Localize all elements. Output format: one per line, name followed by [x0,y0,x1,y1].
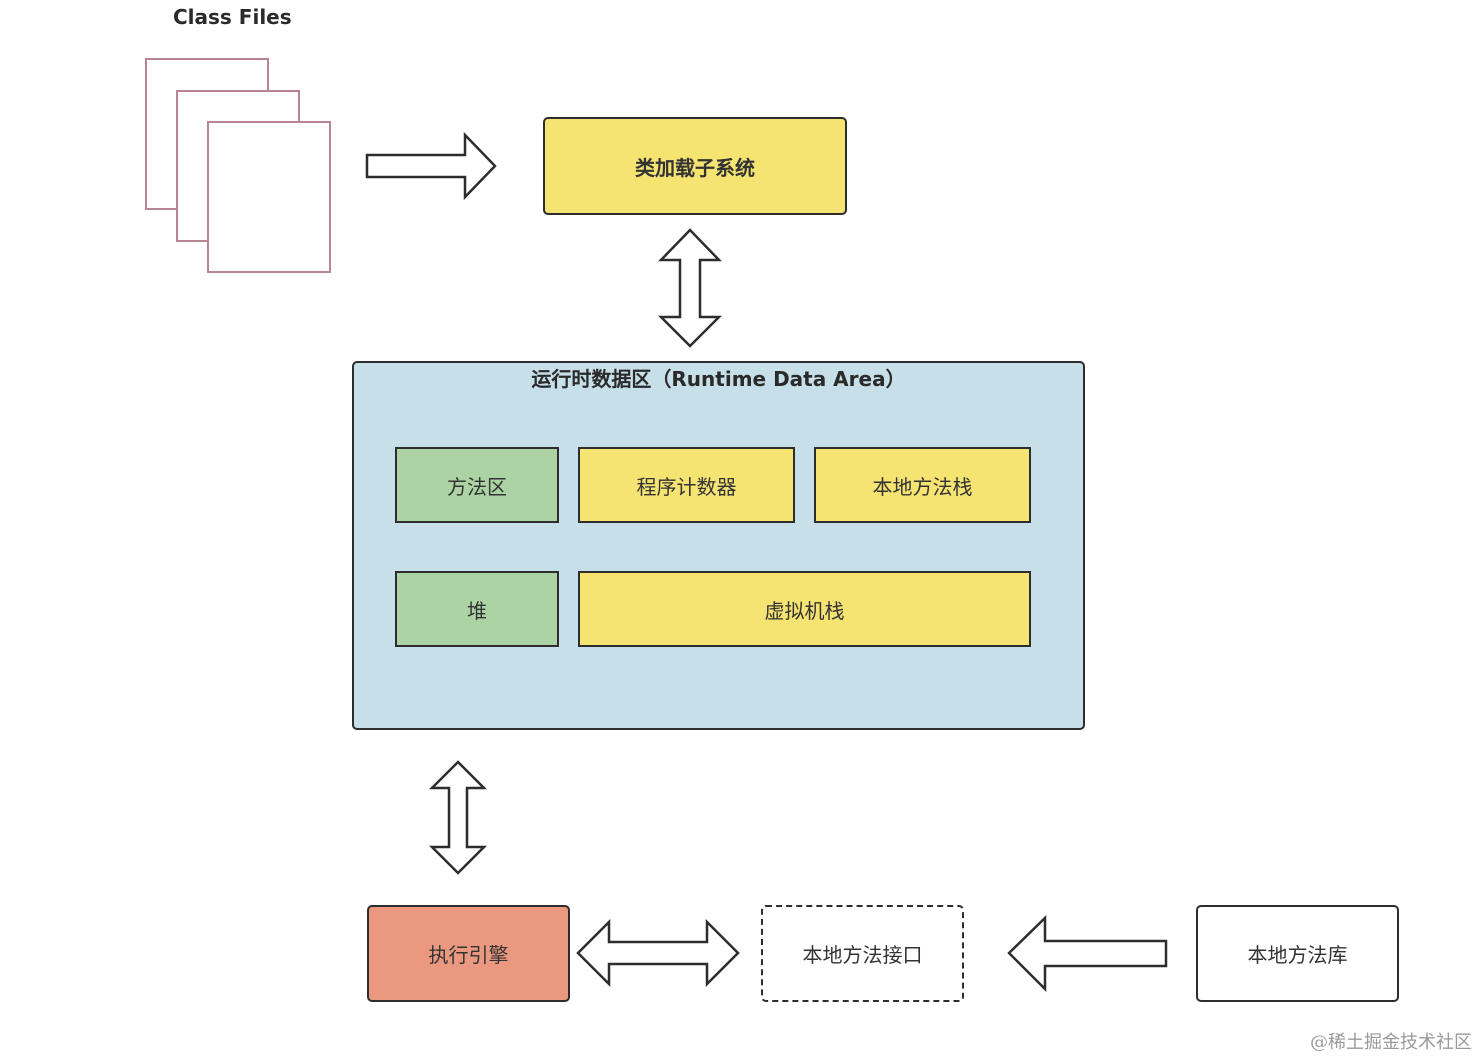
native-method-stack-box: 本地方法栈 [814,447,1031,523]
runtime-data-area [352,361,1085,730]
class-file-page-3 [207,121,331,273]
heap-box: 堆 [395,571,559,647]
execution-engine-box: 执行引擎 [367,905,570,1002]
runtime-data-area-title: 运行时数据区（Runtime Data Area） [531,367,906,391]
native-method-library-box: 本地方法库 [1196,905,1399,1002]
watermark: @稀土掘金技术社区 [1310,1032,1472,1053]
pc-register-box: 程序计数器 [578,447,795,523]
method-area-box: 方法区 [395,447,559,523]
vm-stack-box: 虚拟机栈 [578,571,1031,647]
class-loader-subsystem: 类加载子系统 [543,117,847,215]
class-files-label: Class Files [173,5,292,29]
native-method-interface-box: 本地方法接口 [761,905,964,1002]
